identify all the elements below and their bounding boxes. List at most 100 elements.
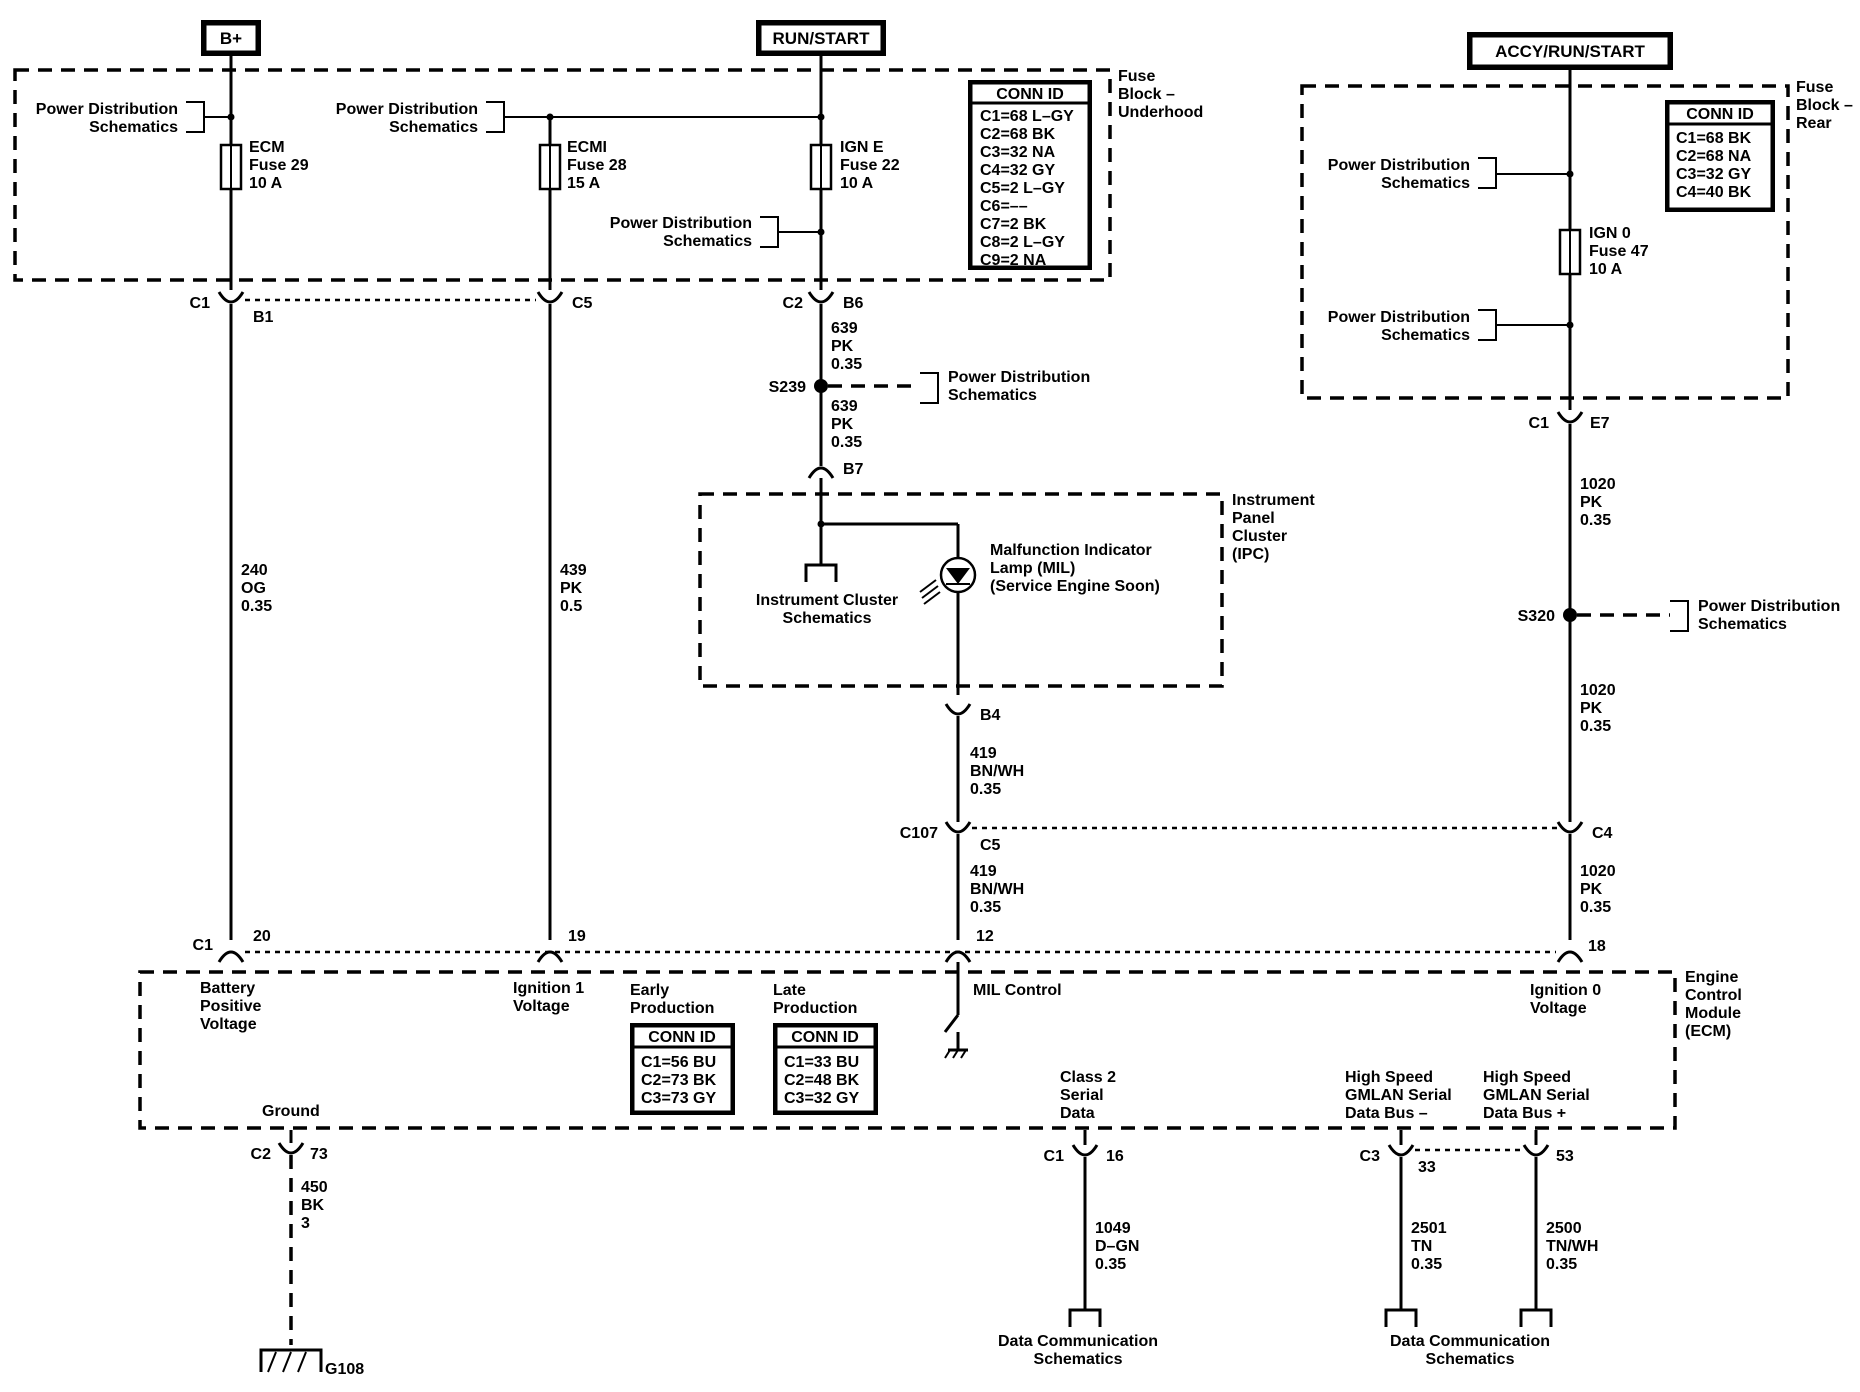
- svg-text:Schematics: Schematics: [1426, 1351, 1515, 1368]
- svg-text:19: 19: [568, 928, 586, 945]
- ecm-outline: [138, 970, 1677, 1130]
- connector-c2-b6: C2 B6: [783, 291, 864, 312]
- accy-run-start-source: ACCY/RUN/START: [1467, 32, 1673, 70]
- svg-text:PK: PK: [1580, 494, 1603, 511]
- svg-text:TN: TN: [1411, 1238, 1432, 1255]
- svg-text:240: 240: [241, 562, 268, 579]
- svg-text:10 A: 10 A: [1589, 261, 1623, 278]
- svg-text:Engine: Engine: [1685, 969, 1738, 986]
- svg-text:419: 419: [970, 863, 997, 880]
- svg-text:Fuse 47: Fuse 47: [1589, 243, 1649, 260]
- svg-text:Fuse 22: Fuse 22: [840, 157, 900, 174]
- svg-text:D–GN: D–GN: [1095, 1238, 1139, 1255]
- splice-s320: S320 Power Distribution Schematics: [1518, 598, 1841, 633]
- mil-label: Malfunction Indicator Lamp (MIL) (Servic…: [990, 542, 1160, 595]
- ign-0-fuse-47: IGN 0 Fuse 47 10 A: [1558, 225, 1649, 278]
- svg-text:C5: C5: [572, 295, 593, 312]
- instrument-cluster-schematics-label: Instrument Cluster Schematics: [756, 592, 898, 627]
- svg-text:PK: PK: [1580, 700, 1603, 717]
- svg-text:Power Distribution: Power Distribution: [1328, 157, 1470, 174]
- svg-text:Instrument Cluster: Instrument Cluster: [756, 592, 898, 609]
- underhood-wiring: [227, 56, 825, 290]
- svg-text:Schematics: Schematics: [663, 233, 752, 250]
- connector-b4: B4: [944, 703, 1001, 724]
- rear-conn-id-table: CONN ID C1=68 BK C2=68 NA C3=32 GY C4=40…: [1665, 100, 1775, 212]
- splice-s239: S239 Power Distribution Schematics: [769, 369, 1090, 404]
- svg-text:Fuse 29: Fuse 29: [249, 157, 309, 174]
- svg-text:C1: C1: [190, 295, 211, 312]
- run-start-label: RUN/START: [773, 29, 871, 48]
- svg-text:0.5: 0.5: [560, 598, 582, 615]
- svg-text:Instrument: Instrument: [1232, 492, 1315, 509]
- b-plus-label: B+: [220, 29, 242, 48]
- svg-text:BN/WH: BN/WH: [970, 763, 1024, 780]
- fuse-block-underhood-title: Fuse Block – Underhood: [1118, 68, 1203, 121]
- svg-text:439: 439: [560, 562, 587, 579]
- svg-text:Block –: Block –: [1118, 86, 1175, 103]
- svg-text:Ignition 1: Ignition 1: [513, 980, 584, 997]
- svg-text:TN/WH: TN/WH: [1546, 1238, 1598, 1255]
- svg-text:15 A: 15 A: [567, 175, 601, 192]
- svg-text:C3=32 NA: C3=32 NA: [980, 144, 1056, 161]
- svg-text:0.35: 0.35: [1580, 512, 1611, 529]
- class2-data-circuit: C1 16 1049 D–GN 0.35 Data Communication …: [998, 1130, 1158, 1368]
- power-distribution-label-rear-2: Power Distribution Schematics: [1328, 309, 1570, 344]
- svg-text:Data Communication: Data Communication: [1390, 1333, 1550, 1350]
- svg-text:0.35: 0.35: [970, 899, 1001, 916]
- svg-text:Late: Late: [773, 982, 806, 999]
- svg-text:0.35: 0.35: [1546, 1256, 1577, 1273]
- svg-text:Power Distribution: Power Distribution: [610, 215, 752, 232]
- svg-text:PK: PK: [831, 416, 854, 433]
- svg-text:639: 639: [831, 320, 858, 337]
- svg-text:BN/WH: BN/WH: [970, 881, 1024, 898]
- connector-c5: C5: [536, 291, 593, 312]
- svg-text:E7: E7: [1590, 415, 1610, 432]
- svg-text:419: 419: [970, 745, 997, 762]
- ground-circuit: C2 73 450 BK 3: [251, 1130, 328, 1345]
- svg-text:Rear: Rear: [1796, 115, 1832, 132]
- svg-text:CONN ID: CONN ID: [1686, 106, 1754, 123]
- svg-text:GMLAN Serial: GMLAN Serial: [1345, 1087, 1452, 1104]
- svg-text:IGN E: IGN E: [840, 139, 884, 156]
- svg-text:ECM: ECM: [249, 139, 285, 156]
- svg-text:C4=40 BK: C4=40 BK: [1676, 184, 1752, 201]
- ecm-mil-control: MIL Control: [943, 962, 1062, 1059]
- svg-text:Schematics: Schematics: [783, 610, 872, 627]
- svg-text:Battery: Battery: [200, 980, 255, 997]
- svg-text:639: 639: [831, 398, 858, 415]
- svg-text:(ECM): (ECM): [1685, 1023, 1731, 1040]
- svg-text:C1: C1: [1044, 1148, 1065, 1165]
- svg-text:CONN ID: CONN ID: [791, 1029, 859, 1046]
- svg-text:C2=48 BK: C2=48 BK: [784, 1072, 860, 1089]
- connector-c107-c5: C107 C5: [900, 821, 1001, 854]
- power-distribution-label-3: Power Distribution Schematics: [610, 215, 821, 250]
- ipc-title: Instrument Panel Cluster (IPC): [1232, 492, 1315, 563]
- connector-c1-b1: C1 B1: [190, 291, 274, 326]
- svg-text:Schematics: Schematics: [1034, 1351, 1123, 1368]
- svg-text:Fuse 28: Fuse 28: [567, 157, 627, 174]
- svg-text:Power Distribution: Power Distribution: [948, 369, 1090, 386]
- svg-text:C2=73 BK: C2=73 BK: [641, 1072, 717, 1089]
- svg-text:10 A: 10 A: [840, 175, 874, 192]
- svg-text:C2=68 NA: C2=68 NA: [1676, 148, 1752, 165]
- svg-text:C9=2 NA: C9=2 NA: [980, 252, 1047, 269]
- ipc-outline: [698, 492, 1224, 688]
- power-distribution-label-2: Power Distribution Schematics: [336, 101, 550, 136]
- svg-text:1020: 1020: [1580, 476, 1616, 493]
- svg-text:Production: Production: [773, 1000, 857, 1017]
- fuse-block-rear-title: Fuse Block – Rear: [1796, 79, 1853, 132]
- svg-text:C6=––: C6=––: [980, 198, 1028, 215]
- svg-text:Early: Early: [630, 982, 669, 999]
- ground-g108-icon: G108: [259, 1348, 364, 1378]
- svg-text:0.35: 0.35: [831, 434, 862, 451]
- svg-text:MIL Control: MIL Control: [973, 982, 1062, 999]
- svg-text:PK: PK: [560, 580, 583, 597]
- svg-text:2501: 2501: [1411, 1220, 1447, 1237]
- svg-text:Positive: Positive: [200, 998, 261, 1015]
- svg-text:1049: 1049: [1095, 1220, 1131, 1237]
- svg-text:PK: PK: [831, 338, 854, 355]
- svg-text:Schematics: Schematics: [389, 119, 478, 136]
- svg-text:C2=68 BK: C2=68 BK: [980, 126, 1056, 143]
- svg-text:C3: C3: [1360, 1148, 1381, 1165]
